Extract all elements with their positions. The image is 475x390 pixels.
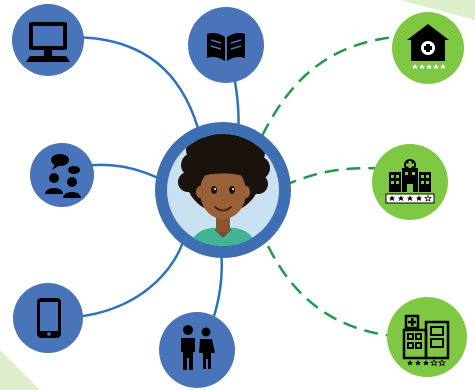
computer-node [12,4,84,76]
discussion-group-icon [45,154,81,198]
hospital-node [372,144,448,220]
discussion-node [30,143,94,207]
person-avatar-icon [178,134,270,246]
rating-stars [389,195,422,201]
rating-stars [412,64,446,69]
hospital-building-icon [385,159,435,204]
family-people-icon [181,325,215,370]
rating-stars [407,360,429,366]
center-avatar-node [155,122,291,258]
clinic-node [387,297,467,377]
corner-accent-bottom-left [0,350,40,390]
book-node [188,7,264,83]
tablet-device-icon [37,298,61,338]
family-node [159,312,235,388]
corner-accent-top-right [400,0,475,20]
house-node [392,12,464,84]
tablet-node [13,283,83,353]
open-book-icon [207,33,245,61]
house-medical-cross-icon [407,24,449,69]
desktop-computer-icon [26,22,70,62]
connector-hospital [282,166,401,188]
clinic-building-icon [402,314,450,367]
connector-computer [51,35,202,136]
